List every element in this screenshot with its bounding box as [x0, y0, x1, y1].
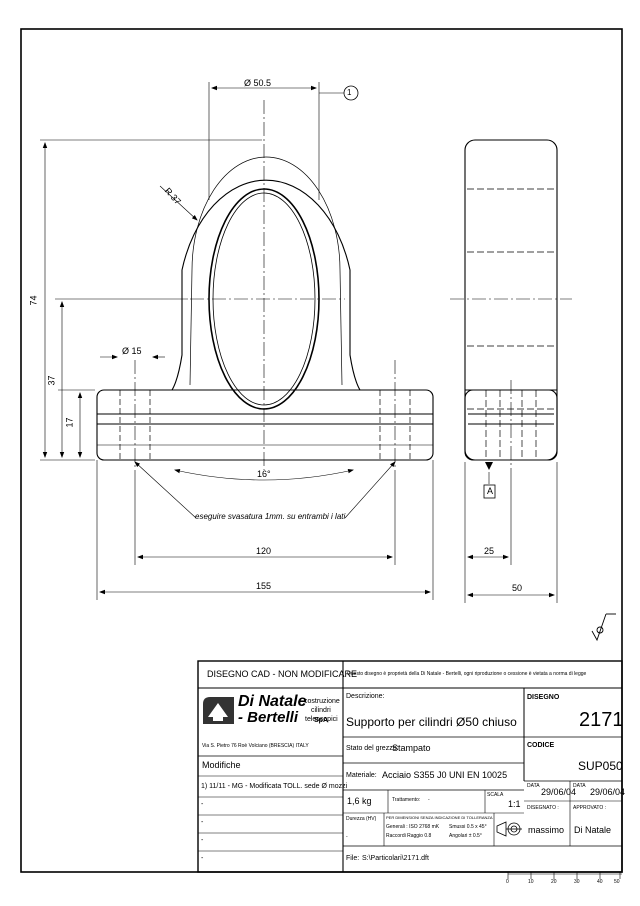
modification-3: - [201, 819, 204, 826]
dim-mount-diameter: Ø 15 [122, 346, 142, 356]
drawn-by: massimo [528, 825, 565, 835]
dim-angle: 16° [257, 469, 271, 479]
hardness-value: - [346, 834, 348, 840]
treatment-label: Trattamento: [392, 797, 421, 803]
datum-triangle [485, 462, 493, 470]
approved-by: Di Natale [574, 825, 612, 835]
modification-4: - [201, 837, 204, 844]
front-centerlines [134, 100, 396, 470]
dim-height-total: 74 [28, 295, 39, 306]
datum-box [483, 484, 496, 499]
datum-label: A [487, 486, 494, 496]
item-balloon [343, 85, 359, 101]
front-view [96, 156, 434, 461]
tolerance-fillet: Raccordi Raggio 0.8 [386, 833, 432, 839]
modification-5: - [201, 855, 204, 862]
drawing-number: 2171 [579, 709, 624, 731]
scale-ruler [507, 872, 622, 879]
property-notice: Questo disegno è proprietà della Di Nata… [347, 671, 587, 677]
tolerance-header: PER DIMENSIONI SENZA INDICAZIONE DI TOLL… [386, 815, 493, 820]
drawn-label: DISEGNATO : [527, 805, 559, 811]
company-logo [203, 697, 234, 724]
dim-side-total: 50 [512, 583, 523, 593]
hardness-label: Durezza (HV) [346, 816, 377, 822]
company-name-2: - Bertelli [238, 709, 299, 726]
side-dimension-lines [464, 462, 558, 603]
dim-bore-diameter: Ø 50.5 [244, 78, 272, 88]
drawing-label: DISEGNO [527, 694, 560, 701]
dim-width-total: 155 [256, 581, 272, 591]
countersink-note: eseguire svasatura 1mm. su entrambi i la… [195, 512, 346, 521]
ruler-label-40: 40 [597, 879, 603, 885]
ruler-label-20: 20 [551, 879, 557, 885]
front-dimension-lines [40, 82, 434, 600]
date-value-2: 29/06/04 [590, 787, 626, 797]
scale-label: SCALA [487, 792, 504, 798]
modification-1: 1) 11/11 - MG - Modificata TOLL. sede Ø … [201, 783, 348, 790]
date-value-1: 29/06/04 [541, 787, 577, 797]
state-value: Stampato [392, 743, 431, 753]
dim-base-height: 17 [64, 417, 75, 428]
company-tagline-1: costruzione [304, 698, 340, 705]
side-centerlines [450, 298, 572, 470]
description-value: Supporto per cilindri Ø50 chiuso [346, 715, 517, 729]
tolerance-chamfer: Smussi 0.5 x 45° [449, 824, 487, 830]
file-path: S:\Particolari\2171.dft [362, 855, 429, 862]
tolerance-angle: Angolari ± 0.5° [449, 833, 482, 839]
ruler-label-10: 10 [528, 879, 534, 885]
ruler-label-30: 30 [574, 879, 580, 885]
dim-height-center: 37 [46, 375, 57, 386]
weight-value: 1,6 kg [347, 796, 372, 806]
code-label: CODICE [527, 742, 555, 749]
material-label: Materiale: [346, 772, 377, 779]
balloon-label: 1 [347, 88, 352, 97]
date-label-2: DATA [573, 783, 586, 789]
projection-symbol [496, 821, 522, 837]
company-name-1: Di Natale [238, 693, 307, 710]
date-label-1: DATA [527, 783, 540, 789]
file-label: File: [346, 855, 360, 862]
approved-label: APPROVATO : [573, 805, 607, 811]
modification-2: - [201, 801, 204, 808]
dim-side-inner: 25 [484, 546, 495, 556]
company-tagline-3: telescopici [305, 716, 338, 723]
treatment-value: - [428, 797, 430, 803]
dim-holes-distance: 120 [256, 546, 272, 556]
code-value: SUP050 [578, 759, 623, 773]
company-suffix: SpA [314, 717, 328, 724]
cad-notice: DISEGNO CAD - NON MODIFICARE [207, 669, 358, 679]
description-label: Descrizione: [346, 693, 385, 700]
company-address: Via S. Pietro 76 Roè Volciano (BRESCIA) … [202, 743, 309, 749]
tolerance-general: Generali : ISO 2768 mK [386, 824, 440, 830]
ruler-label-50: 50 [614, 879, 620, 885]
ruler-label-0: 0 [506, 879, 509, 885]
company-tagline-2: cilindri [311, 707, 331, 714]
modifications-label: Modifiche [202, 760, 241, 770]
title-block-grid [197, 660, 623, 873]
state-label: Stato del grezzo: [346, 745, 399, 752]
roughness-symbol [591, 613, 616, 642]
scale-value: 1:1 [508, 799, 521, 809]
material-value: Acciaio S355 J0 UNI EN 10025 [382, 770, 508, 780]
